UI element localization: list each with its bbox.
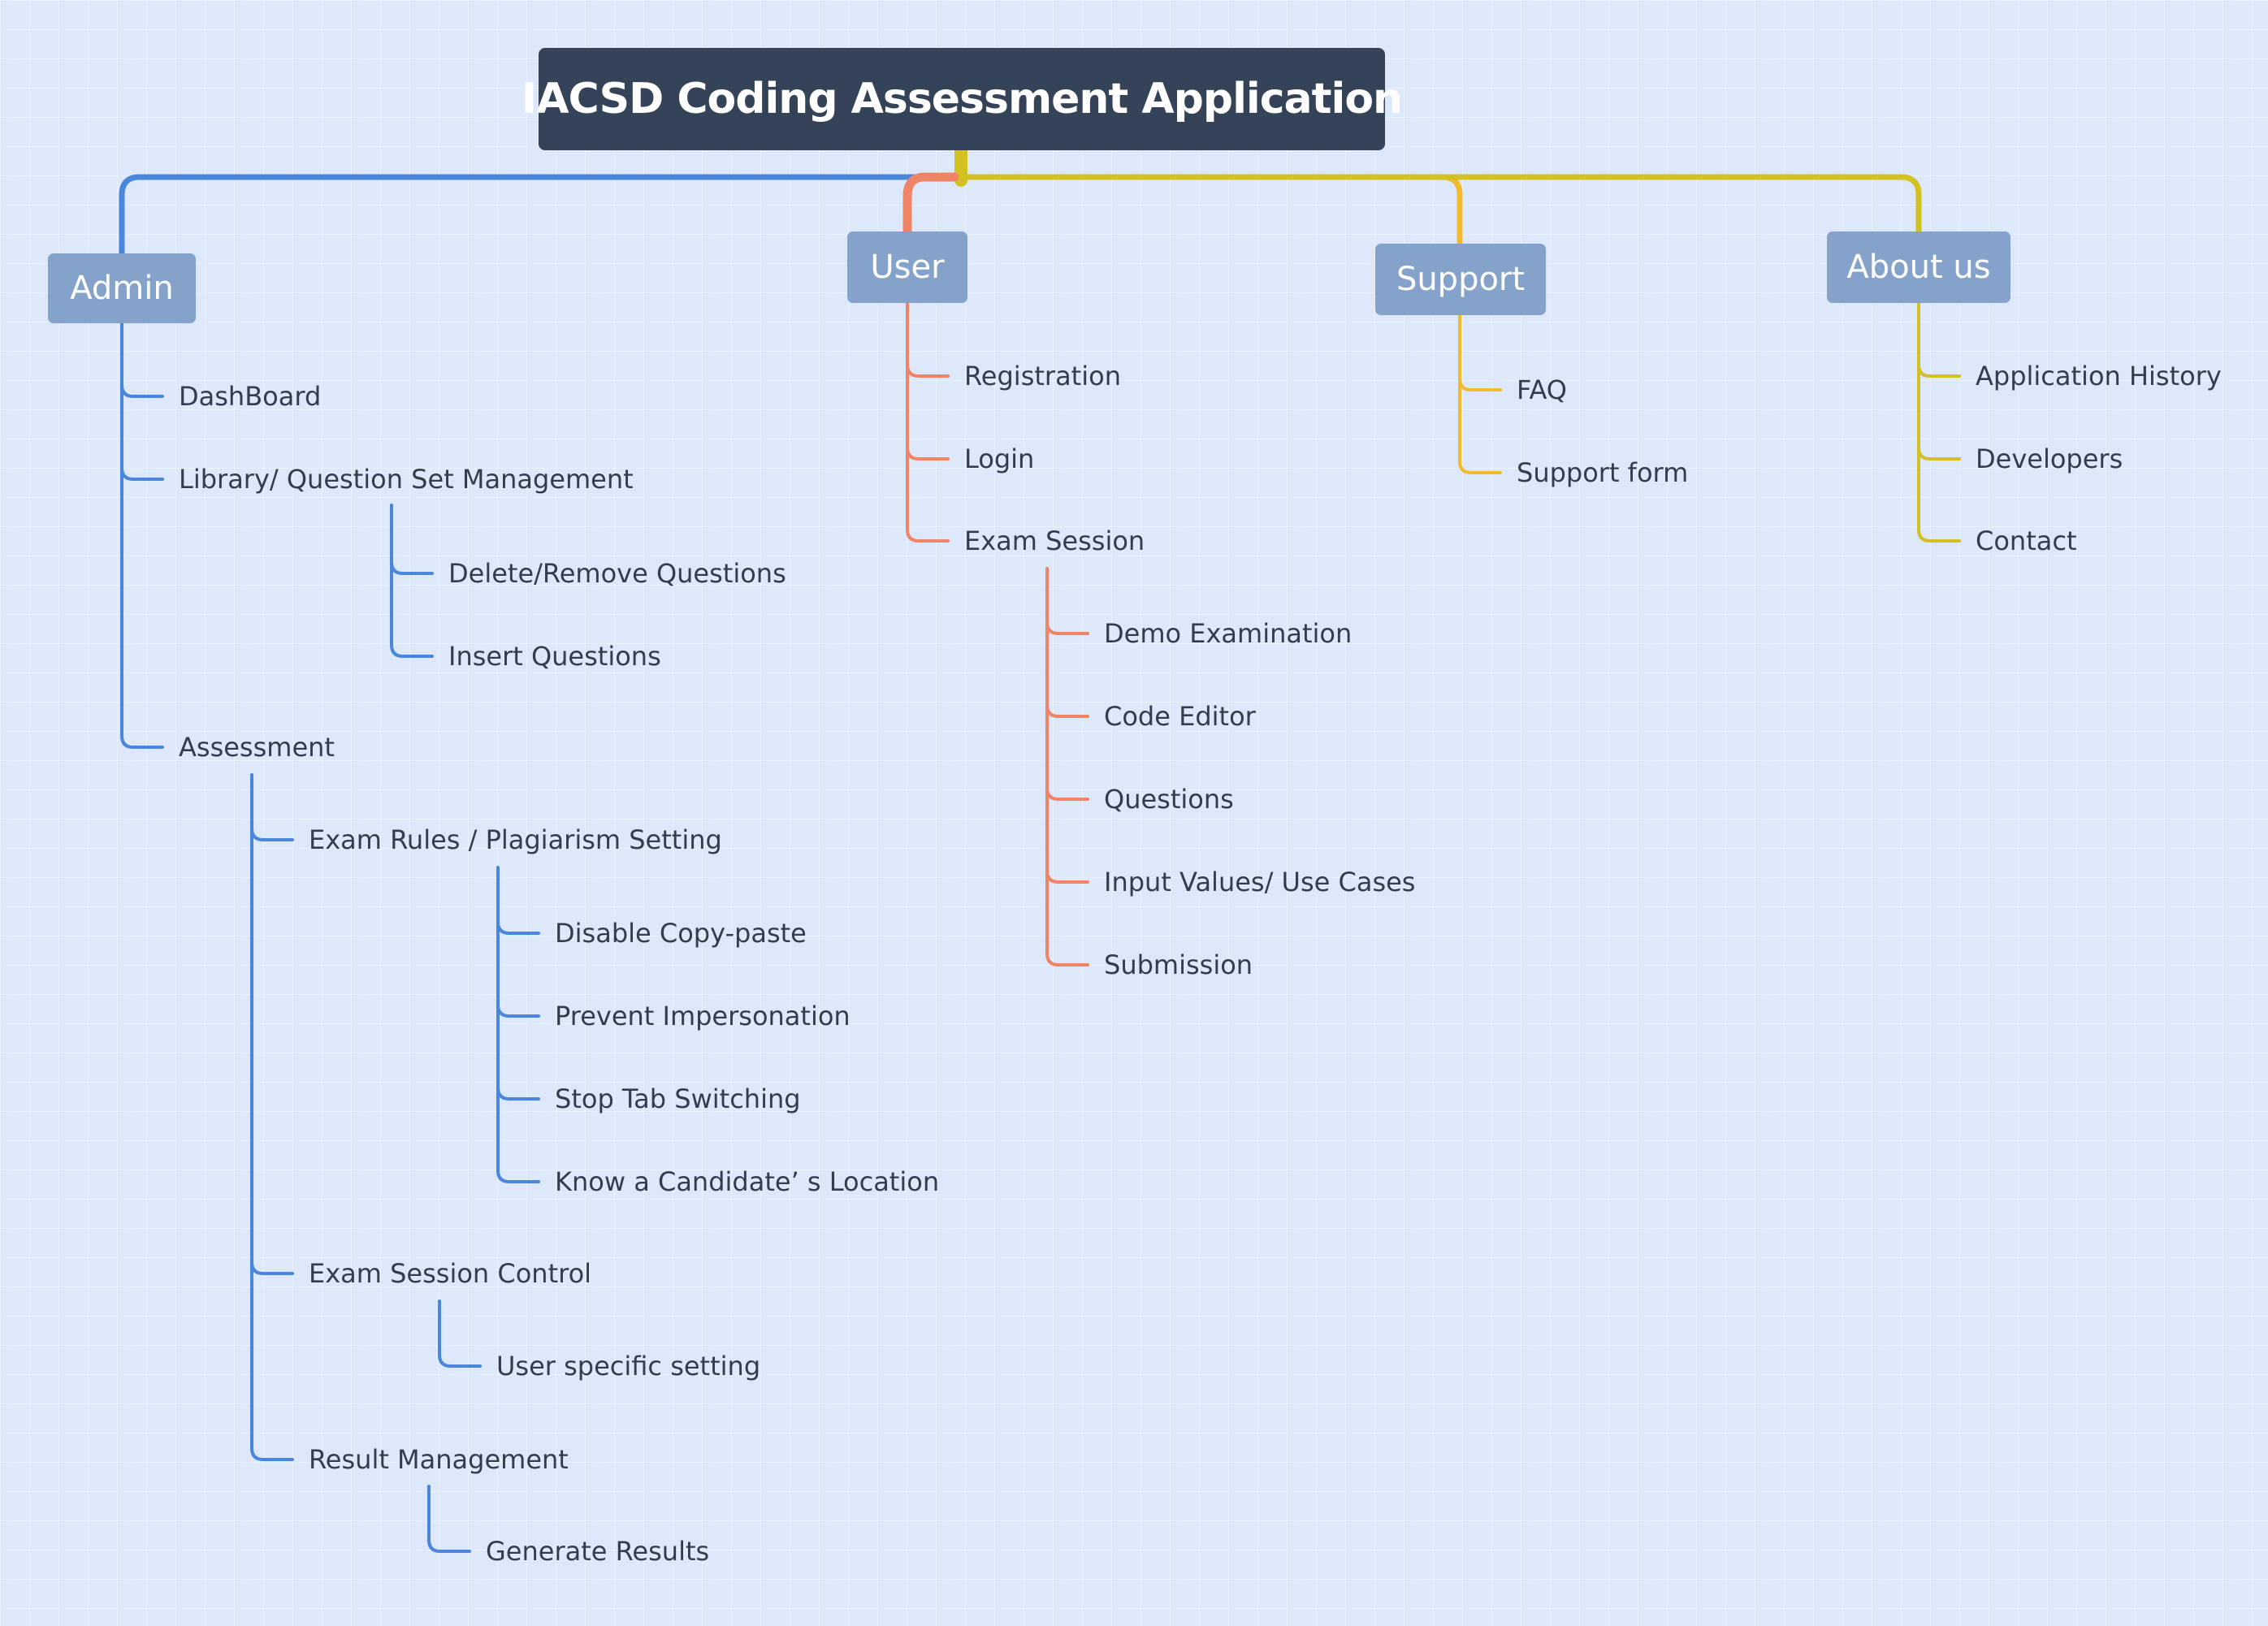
- topic-exam-rules[interactable]: Exam Rules / Plagiarism Setting: [309, 824, 722, 855]
- branch-user[interactable]: User: [847, 231, 967, 303]
- support-branch-connector: [963, 174, 1463, 247]
- topic-code-editor[interactable]: Code Editor: [1104, 701, 1256, 732]
- about-tree-lines: [1917, 301, 1961, 543]
- topic-exam-session[interactable]: Exam Session: [964, 525, 1145, 556]
- topic-submission[interactable]: Submission: [1104, 949, 1253, 980]
- topic-contact[interactable]: Contact: [1976, 525, 2077, 556]
- topic-assessment[interactable]: Assessment: [179, 732, 335, 763]
- topic-disable-copy-paste[interactable]: Disable Copy-paste: [555, 918, 807, 949]
- topic-delete-questions[interactable]: Delete/Remove Questions: [448, 558, 786, 589]
- root-topic[interactable]: IACSD Coding Assessment Application: [522, 48, 1403, 150]
- topic-library-question-set[interactable]: Library/ Question Set Management: [179, 464, 634, 495]
- topic-input-values[interactable]: Input Values/ Use Cases: [1104, 867, 1416, 897]
- branch-about-us[interactable]: About us: [1827, 231, 2010, 303]
- topic-faq[interactable]: FAQ: [1517, 374, 1567, 405]
- branch-user-label: User: [870, 249, 945, 286]
- topic-insert-questions[interactable]: Insert Questions: [448, 641, 661, 672]
- topic-exam-session-control[interactable]: Exam Session Control: [309, 1258, 592, 1289]
- branch-support[interactable]: Support: [1375, 244, 1546, 315]
- branch-admin-label: Admin: [70, 270, 174, 307]
- topic-registration[interactable]: Registration: [964, 361, 1121, 391]
- topic-questions[interactable]: Questions: [1104, 784, 1234, 815]
- topic-demo-examination[interactable]: Demo Examination: [1104, 618, 1353, 649]
- branch-admin[interactable]: Admin: [48, 253, 196, 323]
- branch-support-label: Support: [1396, 261, 1526, 298]
- topic-support-form[interactable]: Support form: [1517, 457, 1689, 488]
- user-branch-connector: [902, 172, 959, 236]
- topic-developers[interactable]: Developers: [1976, 443, 2123, 474]
- topic-application-history[interactable]: Application History: [1976, 361, 2222, 391]
- topic-stop-tab-switching[interactable]: Stop Tab Switching: [555, 1083, 801, 1114]
- topic-know-location[interactable]: Know a Candidate’ s Location: [555, 1166, 940, 1197]
- admin-branch-connector: [119, 174, 958, 257]
- user-tree-lines: [906, 301, 1089, 967]
- topic-prevent-impersonation[interactable]: Prevent Impersonation: [555, 1001, 850, 1031]
- branch-about-us-label: About us: [1846, 249, 1991, 286]
- topic-generate-results[interactable]: Generate Results: [486, 1536, 710, 1567]
- about-branch-connector: [963, 174, 1922, 235]
- topic-dashboard[interactable]: DashBoard: [179, 381, 322, 412]
- topic-user-specific-setting[interactable]: User specific setting: [496, 1351, 761, 1382]
- support-tree-lines: [1458, 314, 1502, 474]
- admin-tree-lines: [120, 322, 540, 1553]
- topic-login[interactable]: Login: [964, 443, 1035, 474]
- topic-result-management[interactable]: Result Management: [309, 1444, 569, 1475]
- root-title: IACSD Coding Assessment Application: [521, 75, 1403, 123]
